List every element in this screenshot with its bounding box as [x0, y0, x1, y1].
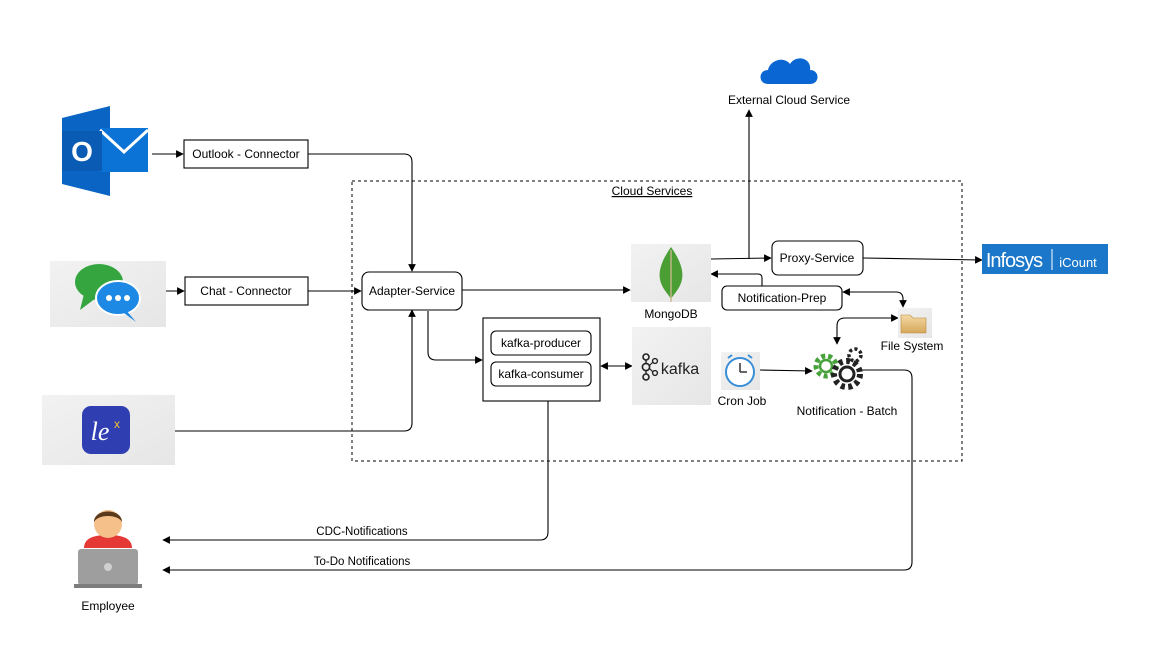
edge-notification-prep-to-mongodb: [710, 270, 763, 286]
adapter-service-node[interactable]: Adapter-Service: [361, 271, 463, 311]
svg-text:le: le: [91, 417, 110, 446]
outlook-connector-node[interactable]: Outlook - Connector: [183, 139, 309, 169]
kafka-logo-icon: kafka: [632, 327, 711, 405]
edge-cdc-notifications: [162, 401, 549, 544]
notification-prep-node[interactable]: Notification-Prep: [721, 285, 843, 311]
edge-adapter-to-kafka-clients: [427, 311, 483, 364]
cron-job-label: Cron Job: [718, 394, 767, 408]
cdc-notifications-label: CDC-Notifications: [316, 526, 408, 538]
employee-label: Employee: [81, 599, 135, 613]
kafka-consumer-node[interactable]: kafka-consumer: [490, 361, 592, 387]
external-cloud-service-label: External Cloud Service: [728, 93, 850, 107]
svg-text:x: x: [114, 417, 120, 431]
edge-outlook-connector-to-adapter: [308, 153, 416, 272]
proxy-service-node[interactable]: Proxy-Service: [771, 240, 864, 276]
mongodb-icon: [631, 244, 711, 302]
notification-batch-label: Notification - Batch: [797, 404, 898, 418]
edges: [152, 109, 983, 574]
file-system-label: File System: [881, 339, 944, 353]
kafka-producer-node[interactable]: kafka-producer: [490, 330, 592, 356]
cloud-services-label: Cloud Services: [612, 184, 693, 198]
edge-file-system-batch: [833, 314, 899, 345]
svg-text:kafka-producer: kafka-producer: [501, 336, 581, 350]
outlook-icon: O: [62, 106, 150, 196]
edge-proxy-to-infosys: [862, 256, 983, 264]
svg-text:Proxy-Service: Proxy-Service: [780, 251, 855, 265]
chat-icon: [50, 261, 166, 327]
mongodb-label: MongoDB: [644, 307, 697, 321]
todo-notifications-label: To-Do Notifications: [314, 556, 411, 568]
svg-text:kafka-consumer: kafka-consumer: [498, 367, 583, 381]
svg-text:Adapter-Service: Adapter-Service: [369, 284, 455, 298]
edge-prep-file-system: [842, 288, 907, 308]
edge-cron-to-batch: [759, 367, 813, 375]
edge-mongodb-to-proxy: [710, 254, 772, 262]
svg-text:Notification-Prep: Notification-Prep: [738, 291, 827, 305]
svg-text:Infosys: Infosys: [986, 250, 1043, 272]
edge-app-to-adapter: [175, 309, 416, 432]
edge-todo-notifications: [162, 369, 913, 574]
gears-icon: [813, 347, 863, 390]
cloud-services-group: Cloud Services: [351, 180, 963, 462]
chat-connector-node[interactable]: Chat - Connector: [184, 276, 309, 306]
folder-icon: [898, 308, 932, 338]
svg-text:O: O: [71, 136, 93, 167]
infosys-icount-logo: Infosys iCount: [982, 244, 1108, 274]
svg-text:Outlook - Connector: Outlook - Connector: [192, 147, 299, 161]
svg-text:iCount: iCount: [1059, 255, 1097, 270]
svg-text:Chat - Connector: Chat - Connector: [200, 284, 291, 298]
learning-app-icon: le x: [42, 395, 175, 465]
cloud-icon: [760, 58, 818, 84]
svg-text:kafka: kafka: [661, 361, 699, 378]
employee-icon: [74, 510, 142, 588]
clock-icon: [721, 352, 760, 390]
